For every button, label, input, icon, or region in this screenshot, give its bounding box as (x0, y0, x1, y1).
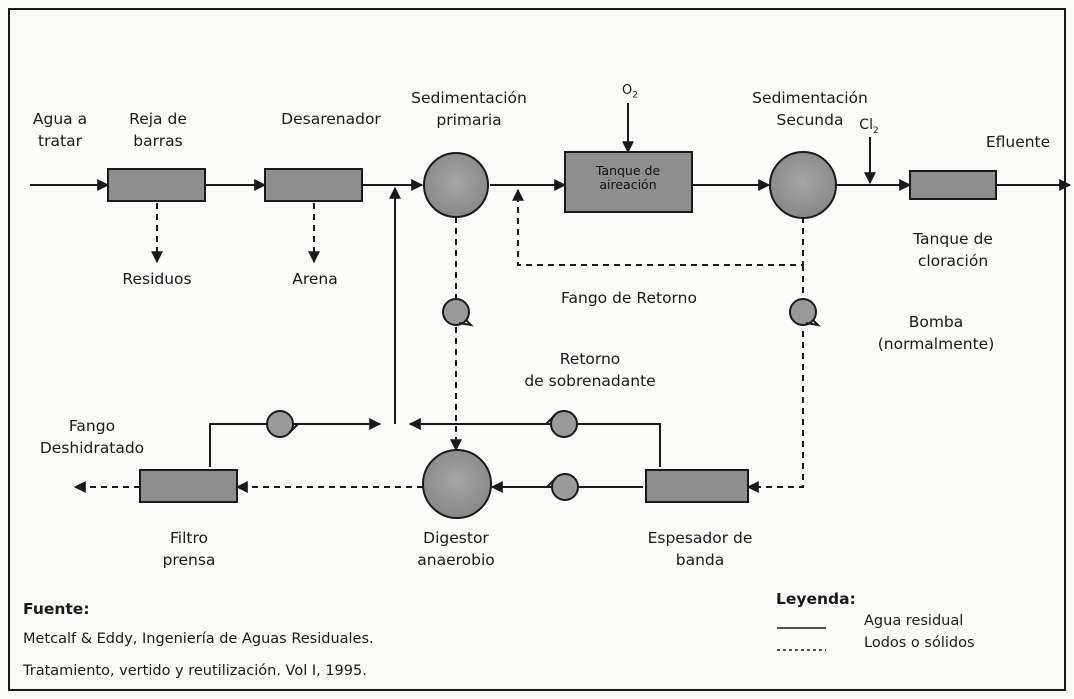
pump-thickener (546, 473, 579, 501)
legend-item-sludge: Lodos o sólidos (864, 635, 975, 651)
oxygen-label: O2 (622, 83, 638, 101)
effluent-label: Efluente (985, 133, 1051, 151)
chlorination-tank-unit (909, 170, 997, 200)
residues-label: Residuos (122, 270, 192, 288)
source-line-2: Tratamiento, vertido y reutilización. Vo… (23, 663, 367, 679)
grit-chamber-label: Desarenador (281, 110, 381, 128)
filter-press-unit (139, 469, 238, 503)
pump-label: Bomba(normalmente) (877, 313, 995, 353)
anaerobic-digester (422, 449, 492, 519)
pump-secondary (789, 298, 821, 327)
pump-supernatant (545, 410, 578, 438)
primary-clarifier (423, 152, 489, 218)
legend-item-water: Agua residual (864, 613, 964, 629)
return-sludge-label: Fango de Retorno (561, 289, 697, 307)
source-line-1: Metcalf & Eddy, Ingeniería de Aguas Resi… (23, 631, 374, 647)
aeration-tank-unit (564, 151, 693, 213)
sand-label: Arena (292, 270, 338, 288)
chlorine-label: Cl2 (859, 117, 879, 136)
pump-primary (442, 298, 474, 327)
secondary-clarifier (769, 151, 837, 219)
source-title: Fuente: (23, 600, 90, 618)
bar-screen-unit (107, 168, 206, 202)
legend-title: Leyenda: (776, 590, 856, 608)
belt-thickener-unit (645, 469, 749, 503)
grit-chamber-unit (264, 168, 363, 202)
sludge-lines (73, 188, 804, 493)
water-line (30, 103, 1072, 493)
frame (8, 8, 1066, 691)
pump-filter-return (266, 410, 299, 438)
